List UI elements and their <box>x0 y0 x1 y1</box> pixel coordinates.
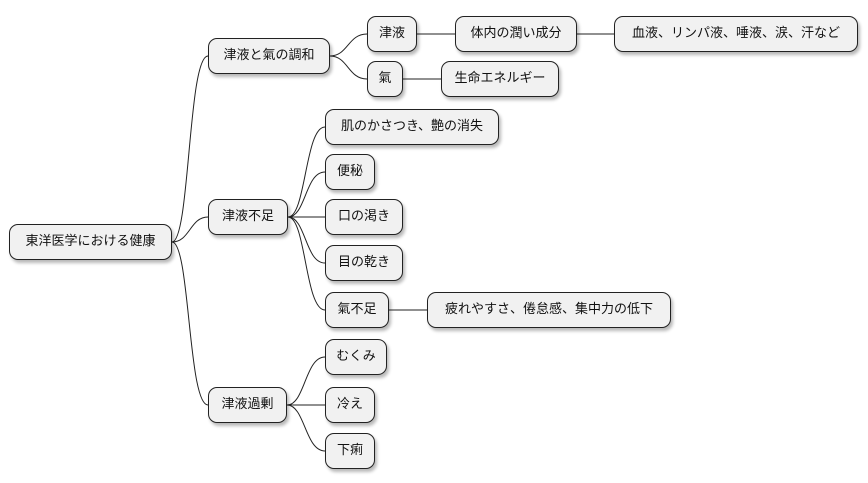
node-constipation[interactable]: 便秘 <box>325 154 375 190</box>
link-harmony-qi <box>329 55 368 80</box>
node-diarrhea[interactable]: 下痢 <box>325 433 375 469</box>
node-harmony[interactable]: 津液と氣の調和 <box>208 38 330 74</box>
link-exc-1 <box>286 356 326 406</box>
node-life-energy[interactable]: 生命エネルギー <box>441 61 559 97</box>
node-body-moisture[interactable]: 体内の潤い成分 <box>455 16 577 52</box>
node-qi-deficiency[interactable]: 氣不足 <box>325 292 389 328</box>
node-fluids[interactable]: 津液 <box>367 16 417 52</box>
node-deficiency[interactable]: 津液不足 <box>208 199 288 235</box>
node-fatigue[interactable]: 疲れやすさ、倦怠感、集中力の低下 <box>427 292 671 328</box>
link-def-2 <box>287 171 326 218</box>
link-harmony-fluids <box>329 33 368 57</box>
link-exc-3 <box>286 404 326 452</box>
link-root-harmony <box>171 55 209 243</box>
root-node[interactable]: 東洋医学における健康 <box>9 224 172 260</box>
link-root-deficiency <box>171 216 209 243</box>
node-dry-eyes[interactable]: 目の乾き <box>325 245 403 281</box>
node-coldness[interactable]: 冷え <box>325 387 375 423</box>
node-dry-skin[interactable]: 肌のかさつき、艶の消失 <box>325 109 499 145</box>
link-def-5 <box>287 216 326 311</box>
node-fluid-examples[interactable]: 血液、リンパ液、唾液、涙、汗など <box>614 16 858 52</box>
link-def-4 <box>287 216 326 264</box>
link-root-excess <box>171 241 209 406</box>
node-swelling[interactable]: むくみ <box>325 339 387 375</box>
node-excess[interactable]: 津液過剰 <box>208 387 287 423</box>
link-def-1 <box>287 126 326 218</box>
node-dry-mouth[interactable]: 口の渇き <box>325 199 403 235</box>
node-qi[interactable]: 氣 <box>367 61 403 97</box>
